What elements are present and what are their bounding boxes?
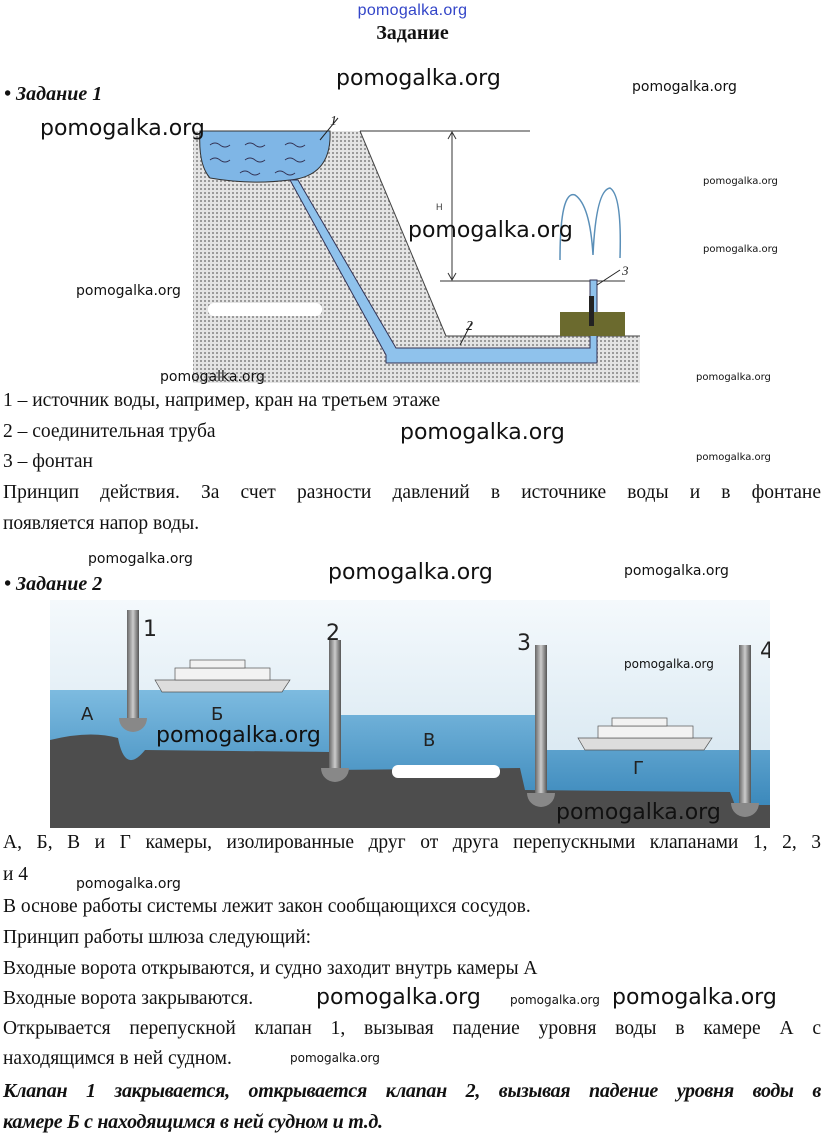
chamber-label-v: В (423, 730, 435, 751)
chamber-label-a: А (81, 704, 94, 725)
text-line: Принцип работы шлюза следующий: (3, 927, 312, 948)
site-link[interactable]: pomogalka.org (357, 2, 468, 19)
watermark: pomogalka.org (612, 985, 777, 1010)
lock-floor (50, 734, 770, 828)
watermark: pomogalka.org (336, 66, 501, 91)
watermark: pomogalka.org (76, 876, 181, 892)
watermark: pomogalka.org (408, 218, 573, 243)
task1-heading: • Задание 1 (4, 83, 103, 105)
watermark: pomogalka.org (290, 1051, 380, 1065)
lock-diagram: 1 2 3 4 А Б В Г (50, 600, 770, 828)
text-line: и 4 (3, 864, 29, 885)
height-label: H (436, 202, 443, 212)
water-source-bowl (199, 130, 331, 183)
chamber-label-g: Г (633, 758, 644, 779)
text-line: 1 – источник воды, например, кран на тре… (3, 390, 441, 411)
watermark: pomogalka.org (160, 369, 265, 385)
watermark: pomogalka.org (316, 985, 481, 1010)
text-line: Открывается перепускной клапан 1, вызыва… (3, 1018, 821, 1039)
text-line: находящимся в ней судном. (3, 1048, 232, 1069)
watermark: pomogalka.org (632, 79, 737, 95)
chamber-label-b: Б (211, 704, 223, 725)
valve-label-4: 4 (760, 639, 770, 664)
text-line: В основе работы системы лежит закон сооб… (3, 896, 531, 917)
label-3: 3 (621, 263, 629, 278)
watermark: pomogalka.org (696, 452, 771, 463)
watermark: pomogalka.org (88, 551, 193, 567)
watermark: pomogalka.org (40, 116, 205, 141)
valve-label-3: 3 (517, 631, 531, 656)
watermark: pomogalka.org (76, 283, 181, 299)
label-2: 2 (466, 319, 473, 334)
watermark: pomogalka.org (696, 372, 771, 383)
page-title: Задание (376, 22, 449, 44)
watermark: pomogalka.org (624, 657, 714, 671)
text-line: 2 – соединительная труба (3, 421, 216, 442)
watermark: pomogalka.org (703, 176, 778, 187)
fountain-diagram: 1 2 3 H (193, 114, 640, 383)
watermark: pomogalka.org (328, 560, 493, 585)
watermark: pomogalka.org (156, 723, 321, 748)
text-line: А, Б, В и Г камеры, изолированные друг о… (3, 832, 821, 853)
watermark: pomogalka.org (703, 244, 778, 255)
connecting-pipe (289, 179, 598, 364)
text-line: Входные ворота открываются, и судно захо… (3, 958, 538, 979)
text-line: Входные ворота закрываются. (3, 988, 254, 1009)
label-1: 1 (330, 114, 337, 129)
valve-label-2: 2 (326, 621, 340, 646)
bold-text-line: Клапан 1 закрывается, открывается клапан… (3, 1080, 821, 1102)
watermark: pomogalka.org (556, 800, 721, 825)
watermark: pomogalka.org (510, 993, 600, 1007)
task2-heading: • Задание 2 (4, 573, 103, 595)
watermark: pomogalka.org (624, 563, 729, 579)
valves (119, 610, 759, 817)
valve-label-1: 1 (143, 617, 157, 642)
text-line: появляется напор воды. (3, 513, 200, 534)
text-line: 3 – фонтан (3, 451, 93, 472)
ship (154, 659, 713, 751)
watermark: pomogalka.org (400, 420, 565, 445)
bold-text-line: камере Б с находящимся в ней судном и т.… (3, 1111, 383, 1133)
text-line: Принцип действия. За счет разности давле… (3, 482, 821, 503)
fountain-jets (559, 187, 622, 261)
